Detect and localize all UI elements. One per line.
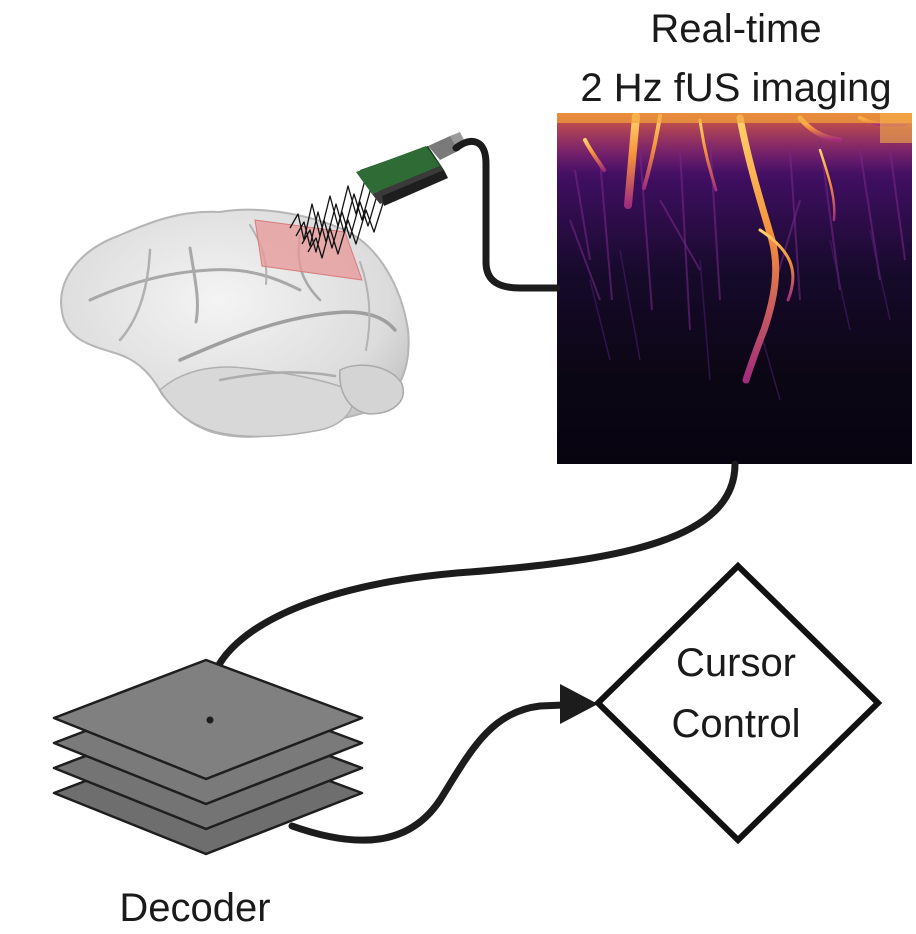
cursor-control-label-line-1: Cursor [676, 641, 796, 685]
decoder-stack [52, 658, 364, 856]
title-line-2: 2 Hz fUS imaging [580, 66, 891, 110]
cable-probe-to-image [452, 137, 561, 292]
ultrasound-probe [356, 132, 466, 206]
cursor-control-diamond [593, 561, 883, 845]
arrowhead-icon [560, 684, 598, 724]
cursor-control-label-line-2: Control [672, 702, 801, 746]
decoder-label: Decoder [119, 886, 270, 930]
title-line-1: Real-time [650, 7, 821, 51]
fus-image [557, 113, 912, 464]
ultrasound-wave-icon [289, 175, 385, 259]
cable-decoder-to-cursor [288, 684, 598, 844]
decoder-cable-end [206, 716, 214, 724]
